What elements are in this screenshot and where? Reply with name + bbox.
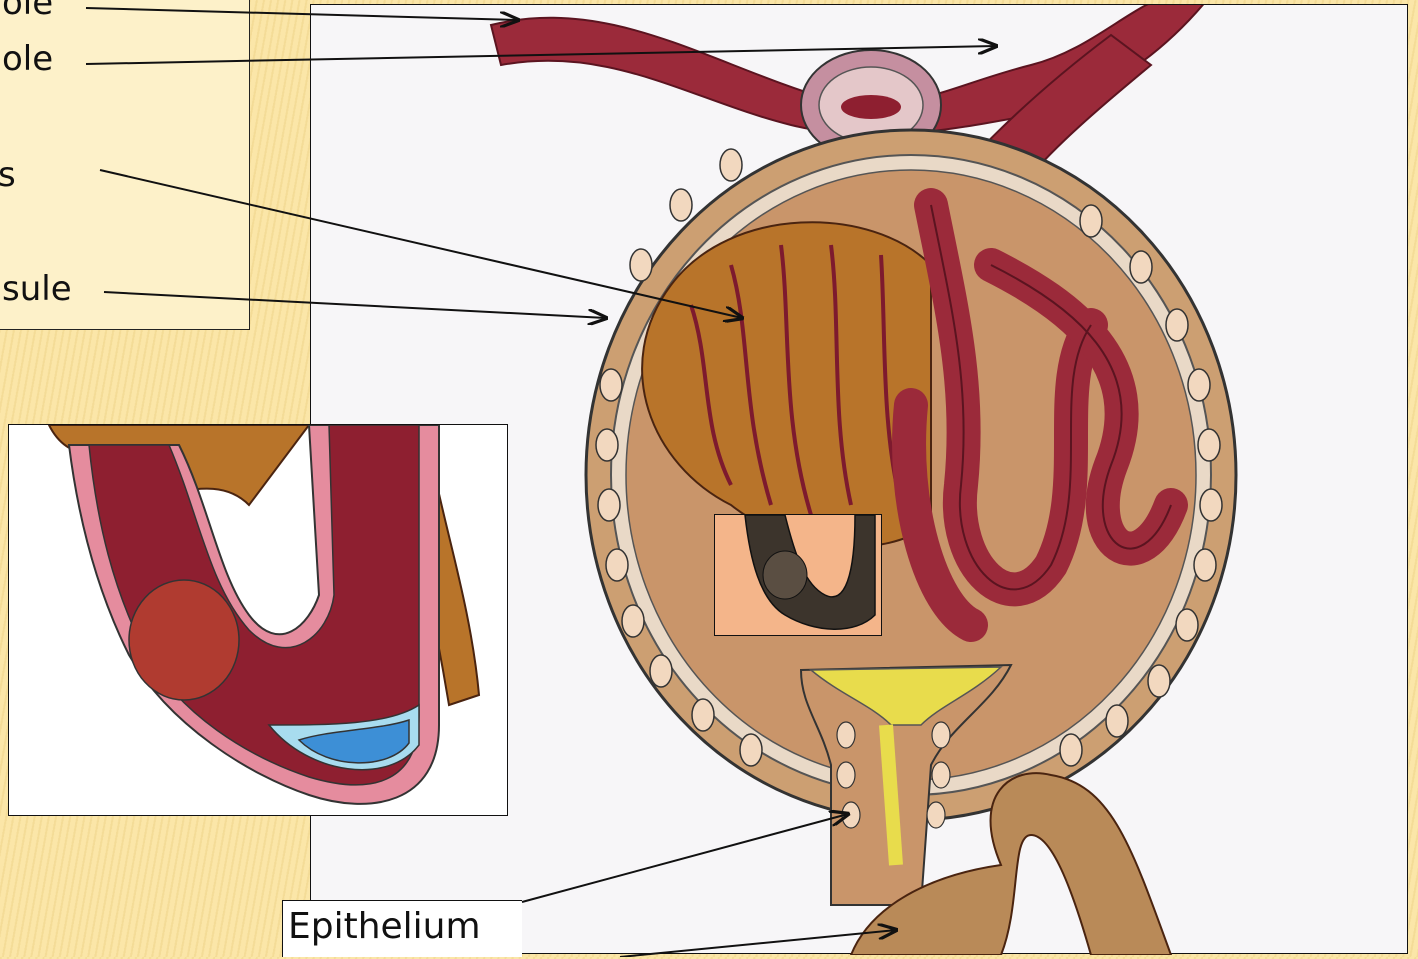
leader-lines [0, 0, 1418, 957]
slide: ole ole s sule [0, 0, 1418, 957]
